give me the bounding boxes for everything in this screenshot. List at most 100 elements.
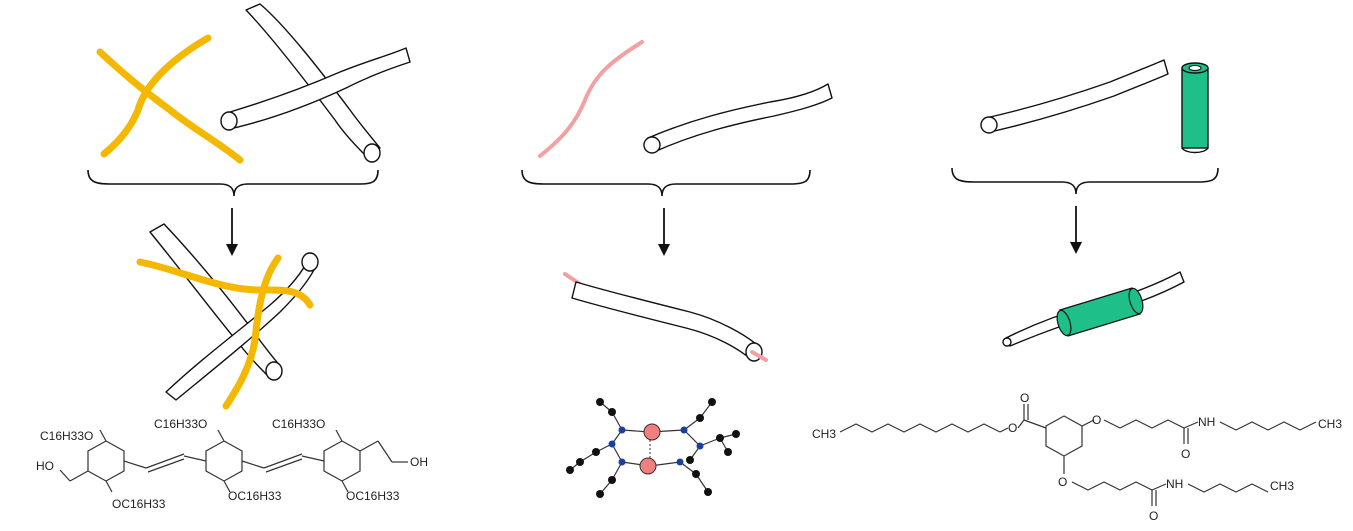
carbon-atom: [716, 434, 724, 442]
cylinder-top-hole: [1188, 65, 1202, 71]
bond: [145, 453, 185, 469]
label-ch3-left: CH3: [812, 427, 836, 441]
label-oh: OH: [410, 455, 428, 469]
bond: [223, 480, 231, 493]
nanotube-end: [301, 252, 319, 272]
label-o-ether-bottom: O: [1058, 475, 1067, 489]
alkyl-chain: [1219, 421, 1317, 431]
bond: [183, 455, 207, 462]
bond: [335, 429, 343, 442]
nanotube: [985, 59, 1169, 133]
nanotube: [245, 3, 381, 157]
benzene-ring: [87, 440, 125, 482]
panel-right: CH3 O O O NH CH3 O O NH CH3 O: [812, 59, 1342, 523]
bond: [59, 469, 71, 482]
benzene-ring: [1045, 415, 1083, 457]
grouping-brace: [87, 169, 379, 197]
label-nh-bottom: NH: [1166, 477, 1183, 491]
carbon-atom: [608, 408, 616, 416]
label-oc16-bottom-right: OC16H33: [346, 489, 400, 503]
carbon-atom: [708, 398, 716, 406]
nanotube-end: [220, 111, 238, 131]
bond: [147, 458, 185, 473]
nanotube-end: [265, 361, 283, 381]
arrowhead: [658, 244, 670, 256]
bond: [263, 453, 303, 469]
benzene-ring: [323, 440, 361, 482]
label-ch3-bottom: CH3: [1270, 479, 1294, 493]
metal-complex: [566, 398, 740, 498]
label-c16-top-mid: C16H33O: [154, 417, 207, 431]
molecule-right: CH3 O O O NH CH3 O O NH CH3 O: [812, 391, 1342, 523]
bond: [241, 460, 265, 469]
bond: [69, 470, 89, 482]
carbon-atom: [696, 414, 704, 422]
cylinder-ring: [1056, 309, 1072, 337]
alkyl-chain: [1071, 481, 1153, 491]
bond: [105, 480, 113, 493]
carbon-atom: [692, 470, 700, 478]
label-c16-top-right: C16H33O: [272, 417, 325, 431]
bond: [123, 460, 147, 469]
metal-atom: [643, 423, 661, 441]
carbon-atom: [686, 456, 694, 464]
label-nh-top: NH: [1198, 415, 1215, 429]
label-oc16-bottom-mid: OC16H33: [228, 489, 282, 503]
bond: [341, 480, 349, 493]
cylinder-ring: [1128, 287, 1144, 315]
label-o-amide-top: O: [1181, 447, 1190, 461]
carbon-atom: [724, 448, 732, 456]
arrowhead: [1070, 242, 1082, 254]
cylinder-bottom: [1181, 147, 1209, 154]
carbon-atom: [596, 490, 604, 498]
nitrogen-atom: [618, 458, 626, 466]
label-ho: HO: [36, 459, 54, 473]
benzene-ring: [205, 440, 243, 482]
nitrogen-atom: [676, 458, 684, 466]
panel-left: C16H33O C16H33O C16H33O HO OH OC16H33 OC…: [36, 3, 428, 511]
label-o-carbonyl: O: [1020, 391, 1029, 405]
cylinder-molecule: [1181, 67, 1209, 149]
nanotube-end: [363, 143, 381, 163]
nanotube-end: [643, 136, 661, 154]
nitrogen-atom: [680, 426, 688, 434]
nitrogen-atom: [608, 440, 616, 448]
nanotube: [647, 83, 833, 153]
nitrogen-atom: [696, 442, 704, 450]
carbon-atom: [566, 466, 574, 474]
bond: [359, 440, 379, 452]
label-o-ether-top: O: [1092, 413, 1101, 427]
bond: [99, 429, 107, 442]
carbon-atom: [576, 458, 584, 466]
grouping-brace: [951, 167, 1219, 195]
nanotube-end: [1002, 337, 1012, 347]
carbon-atom: [596, 398, 604, 406]
bond: [265, 458, 303, 473]
label-oc16-bottom-left: OC16H33: [112, 497, 166, 511]
dna-strand: [750, 350, 768, 362]
molecule-left: C16H33O C16H33O C16H33O HO OH OC16H33 OC…: [36, 417, 428, 511]
nitrogen-atom: [618, 426, 626, 434]
carbon-atom: [608, 476, 616, 484]
panel-middle: [521, 40, 833, 498]
bond: [377, 440, 393, 463]
nanotube: [229, 47, 411, 129]
alkyl-chain: [839, 423, 1001, 433]
grouping-brace: [521, 169, 811, 197]
carbon-atom: [592, 448, 600, 456]
carbon-atom: [704, 488, 712, 496]
arrowhead: [226, 244, 238, 256]
polymer-strand: [100, 34, 212, 158]
bond: [301, 455, 325, 462]
dna-strand: [538, 40, 644, 158]
polymer-strand: [96, 48, 244, 164]
alkyl-chain: [1187, 483, 1269, 493]
label-o-ester: O: [1008, 421, 1017, 435]
label-c16-top-left: C16H33O: [40, 429, 93, 443]
label-ch3-top: CH3: [1318, 417, 1342, 431]
polymer-strand: [136, 258, 314, 309]
label-o-amide-bottom: O: [1149, 509, 1158, 523]
carbon-atom: [732, 430, 740, 438]
metal-atom: [639, 457, 657, 475]
